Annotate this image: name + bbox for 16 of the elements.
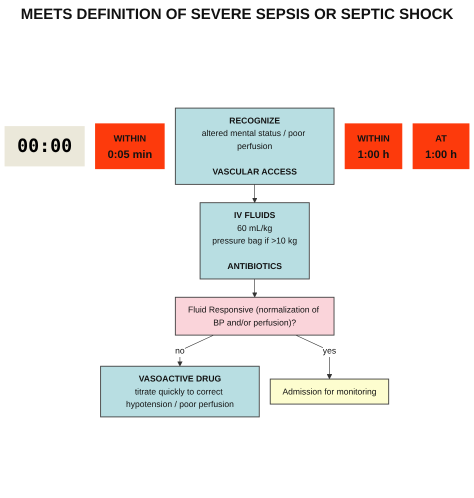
arrow (295, 334, 332, 380)
node-box: Fluid Responsive (normalization of BP and/or perfusion)? (174, 296, 334, 336)
arrow (252, 278, 258, 298)
node-box: Admission for monitoring (270, 378, 390, 405)
edge-label: no (175, 345, 185, 356)
node-box: WITHIN 0:05 min (95, 123, 165, 170)
title: MEETS DEFINITION OF SEVERE SEPSIS OR SEPTIC SHOCK (20, 5, 454, 25)
node-box: 00:00 (4, 126, 85, 166)
node-box: RECOGNIZE altered mental status / poor perfusion VASCULAR ACCESS (174, 108, 334, 185)
node-box: WITHIN 1:00 h (344, 123, 402, 170)
node-box: AT 1:00 h (412, 123, 470, 170)
node-box: IV FLUIDS 60 mL/kg pressure bag if >10 kg ANTIBIOTICS (200, 202, 310, 280)
edge-label: yes (322, 345, 336, 356)
arrow (177, 334, 214, 366)
arrow (252, 184, 258, 203)
node-box: VASOACTIVE DRUG titrate quickly to correct hypotension / poor perfusion (100, 366, 260, 418)
